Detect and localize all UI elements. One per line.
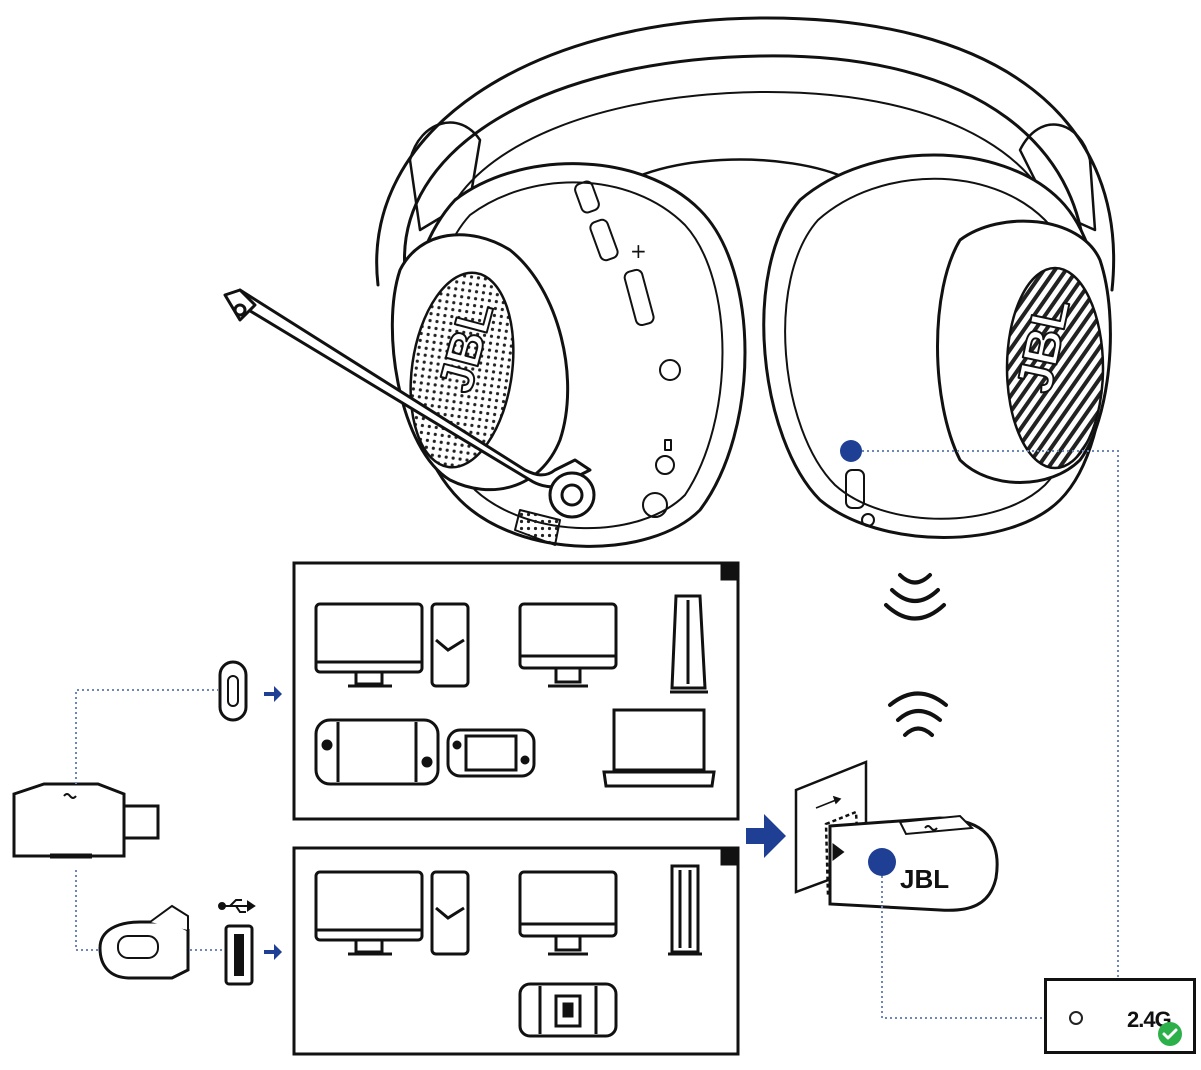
mic-pivot: [548, 471, 596, 519]
right-earcup: JBL: [762, 153, 1112, 539]
monitor-icon: [518, 602, 618, 688]
left-earcup: JBL +: [223, 162, 747, 548]
dongle-to-usbc-connector: [75, 689, 218, 784]
laptop-icon: [602, 708, 716, 788]
monitor-icon: [518, 870, 618, 956]
switch-dock-icon: [518, 982, 618, 1038]
headset-pairing-button[interactable]: [840, 440, 862, 462]
usb-a-arrow-icon: [264, 944, 282, 960]
dongle-to-adapter-connector: [75, 870, 100, 951]
usb-dongle-side: [12, 782, 160, 859]
headset: JBL +: [223, 16, 1115, 548]
dongle-connector-line: [881, 876, 1044, 1019]
connection-status-panel: 2.4G: [1044, 978, 1196, 1054]
status-led-icon: [1069, 1011, 1083, 1025]
desktop-pc-icon: [314, 870, 470, 956]
check-icon: [1158, 1022, 1182, 1046]
usb-a-port-icon: [224, 924, 254, 986]
playstation-console-icon: [668, 864, 702, 956]
usb-c-port-icon: [218, 660, 248, 722]
big-arrow-icon: [746, 814, 786, 858]
usb-symbol-icon: [218, 899, 256, 913]
usb-c-arrow-icon: [264, 686, 282, 702]
svg-text:+: +: [630, 239, 647, 263]
dongle-pairing-button[interactable]: [868, 848, 896, 876]
headband-inner: [403, 54, 1087, 282]
headset-connector-line: [862, 450, 1119, 978]
usb-adapter-icon: [98, 904, 190, 980]
wireless-waves-bottom: [888, 691, 948, 737]
device-group-usb-a: [292, 846, 740, 1056]
desktop-pc-icon: [314, 602, 470, 688]
device-group-usb-c: [292, 561, 740, 821]
wireless-waves-top: [884, 573, 946, 621]
right-speaker-grille: [1005, 266, 1105, 470]
mic-boom: [230, 288, 592, 489]
nintendo-switch-icon: [314, 718, 440, 786]
dongle-brand-label: JBL: [900, 864, 949, 894]
nintendo-switch-lite-icon: [446, 728, 536, 778]
playstation-console-icon: [670, 594, 708, 694]
left-control-strip: +: [574, 180, 681, 518]
usb-dongle-inserted: [828, 814, 999, 912]
usb-symbol-small-icon: [815, 795, 842, 809]
